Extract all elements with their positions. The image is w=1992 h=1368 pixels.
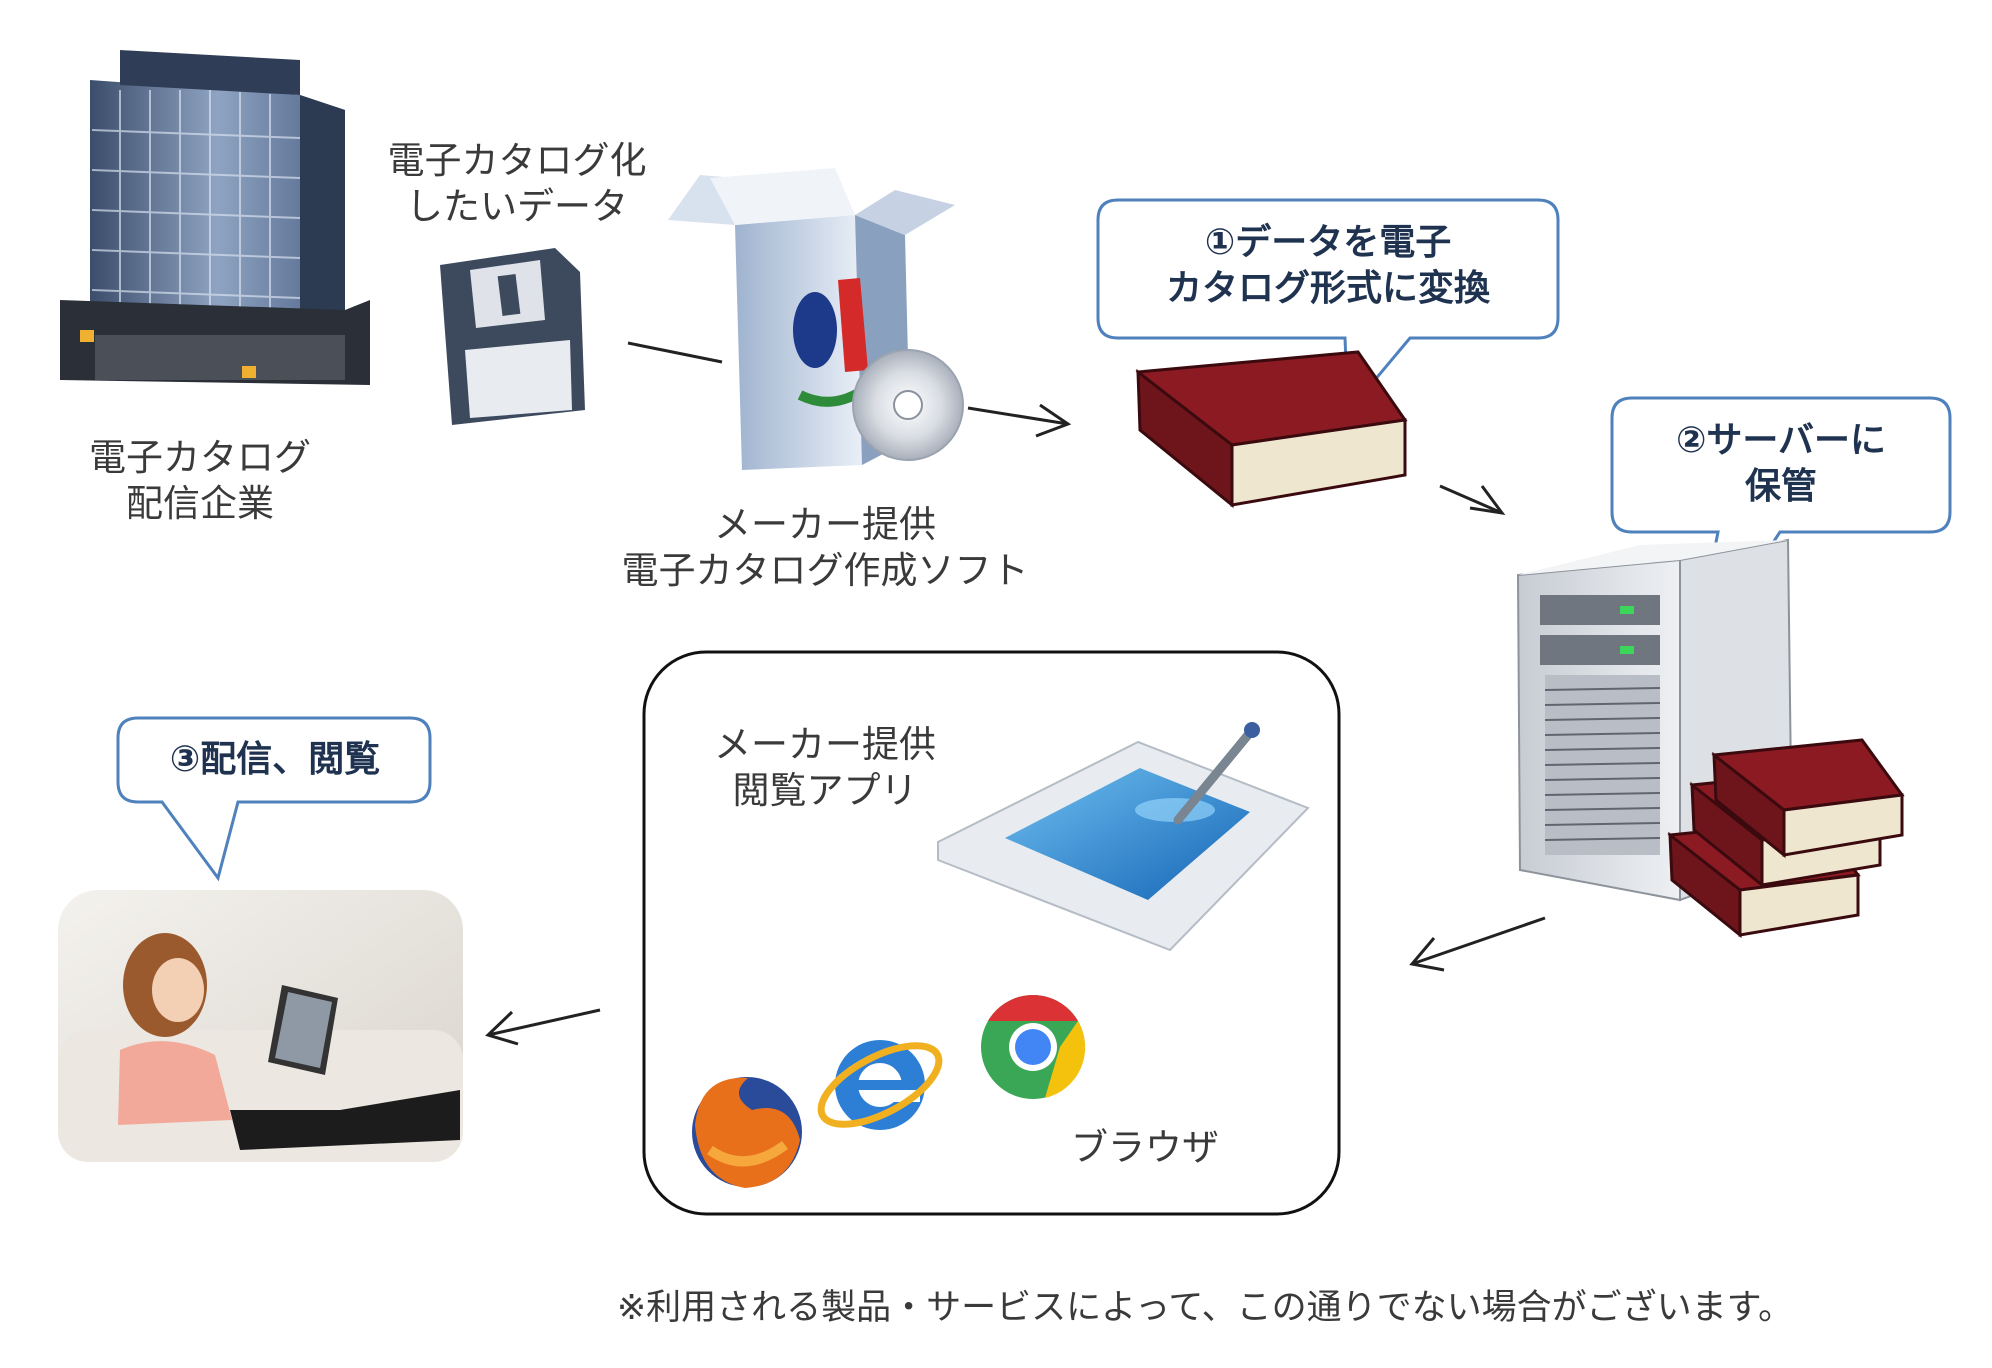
label-company: 電子カタログ 配信企業	[89, 436, 311, 525]
arrow-to-app	[1409, 916, 1546, 972]
floppy-disk-icon	[440, 248, 585, 425]
callout-step1-text: ①データを電子 カタログ形式に変換	[1165, 222, 1490, 309]
internet-explorer-icon	[817, 1040, 943, 1130]
woman-with-tablet-photo	[58, 890, 463, 1162]
connector-line	[627, 341, 723, 364]
callout-step3	[116, 716, 432, 882]
book-stack-icon	[1667, 738, 1905, 939]
callout-step3-text: ③配信、閲覧	[169, 739, 381, 780]
callout-step2-text: ②サーバーに 保管	[1675, 420, 1887, 507]
arrow-to-user	[485, 1008, 601, 1046]
label-browser: ブラウザ	[1071, 1126, 1219, 1169]
label-software: メーカー提供 電子カタログ作成ソフト	[621, 503, 1029, 592]
callout-step1	[1096, 198, 1560, 416]
cd-disc-icon	[852, 349, 964, 461]
software-box-icon	[668, 168, 955, 470]
label-viewer-app: メーカー提供 閲覧アプリ	[714, 723, 936, 812]
chrome-icon	[981, 995, 1086, 1099]
office-building-icon	[60, 50, 370, 385]
firefox-icon	[692, 1077, 802, 1188]
tablet-pen-icon	[937, 722, 1310, 952]
footnote: ※利用される製品・サービスによって、この通りでない場合がございます。	[616, 1288, 1794, 1328]
arrow-to-server	[1439, 484, 1506, 516]
label-data-to-convert: 電子カタログ化 したいデータ	[387, 139, 647, 228]
arrow-to-book	[967, 403, 1072, 438]
red-book-icon	[1135, 350, 1408, 509]
